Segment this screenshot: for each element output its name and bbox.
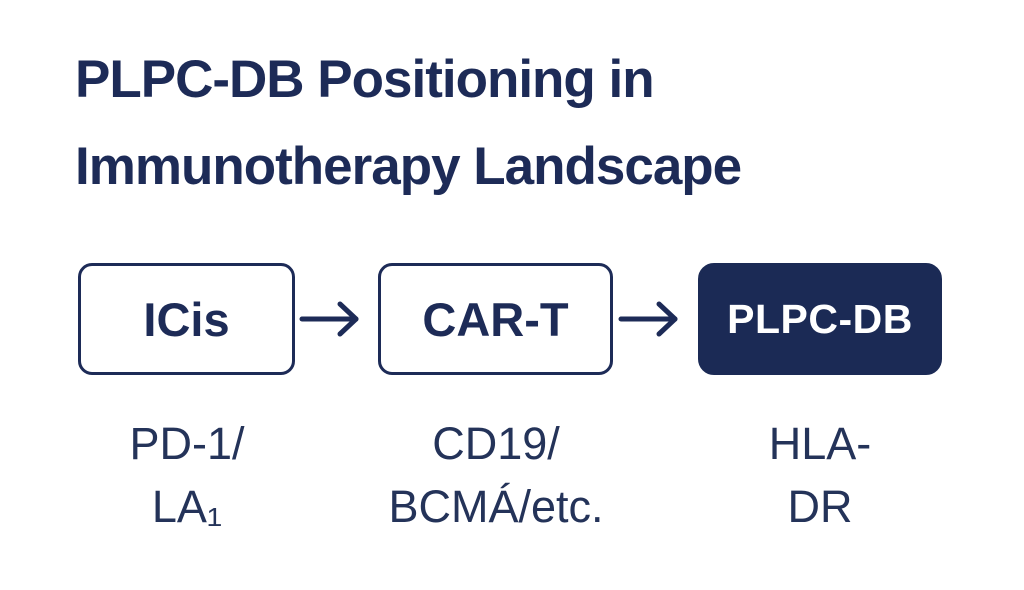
flow-node-car-t-label: CAR-T [422, 292, 569, 346]
sub-label-plpc-db-line-2: DR [787, 481, 853, 532]
sub-label-car-t-targets: CD19/ BCMÁ/etc. [388, 412, 603, 538]
sub-label-car-t-line-2: BCMÁ/etc. [388, 481, 604, 532]
flow-node-plpc-db-label: PLPC-DB [727, 295, 913, 342]
sub-label-plpc-db-targets: HLA- DR [769, 412, 872, 538]
page-title-line-1: PLPC-DB Positioning in [75, 50, 655, 109]
sub-label-car-t-line-1: CD19/ [432, 418, 560, 469]
sub-label-icis-line-1: PD-1/ [129, 418, 245, 469]
flow-node-icis: ICis [78, 263, 295, 375]
sub-label-plpc-db-line-1: HLA- [768, 418, 872, 469]
sub-label-icis-targets: PD-1/ LA₁ [129, 412, 244, 538]
flow-node-plpc-db: PLPC-DB [698, 263, 942, 375]
page-title-line-2: Immunotherapy Landscape [75, 137, 742, 196]
page-title: PLPC-DB Positioning in Immunotherapy Lan… [75, 36, 742, 210]
flow-node-icis-label: ICis [143, 292, 230, 346]
flow-node-car-t: CAR-T [378, 263, 613, 375]
sub-label-icis-line-2: LA₁ [151, 481, 223, 532]
right-arrow-icon [295, 263, 378, 375]
right-arrow-icon [613, 263, 698, 375]
